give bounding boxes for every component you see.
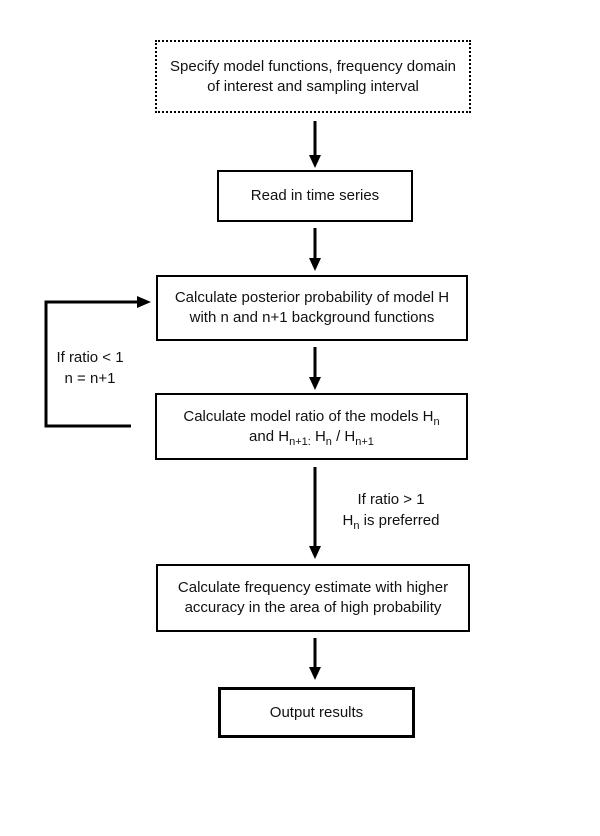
loop-path	[44, 300, 138, 428]
arrow-specify-to-read	[309, 121, 321, 168]
arrow-frequency-to-output	[309, 638, 321, 680]
arrow-head	[309, 667, 321, 680]
arrow-head	[309, 258, 321, 271]
node-calculate-frequency-estimate: Calculate frequency estimate with higher…	[156, 564, 470, 632]
arrow-head	[137, 296, 151, 308]
feedback-loop-ratio-to-posterior	[44, 296, 151, 428]
arrow-posterior-to-ratio	[309, 347, 321, 390]
node-read-time-series: Read in time series	[217, 170, 413, 222]
arrow-head	[309, 546, 321, 559]
arrow-head	[309, 377, 321, 390]
node-calculate-posterior-probability: Calculate posterior probability of model…	[156, 275, 468, 341]
node-output-results: Output results	[218, 687, 415, 738]
arrow-ratio-to-frequency	[309, 467, 321, 559]
node-specify-model-functions: Specify model functions, frequency domai…	[155, 40, 471, 113]
arrow-head	[309, 155, 321, 168]
arrow-read-to-posterior	[309, 228, 321, 271]
